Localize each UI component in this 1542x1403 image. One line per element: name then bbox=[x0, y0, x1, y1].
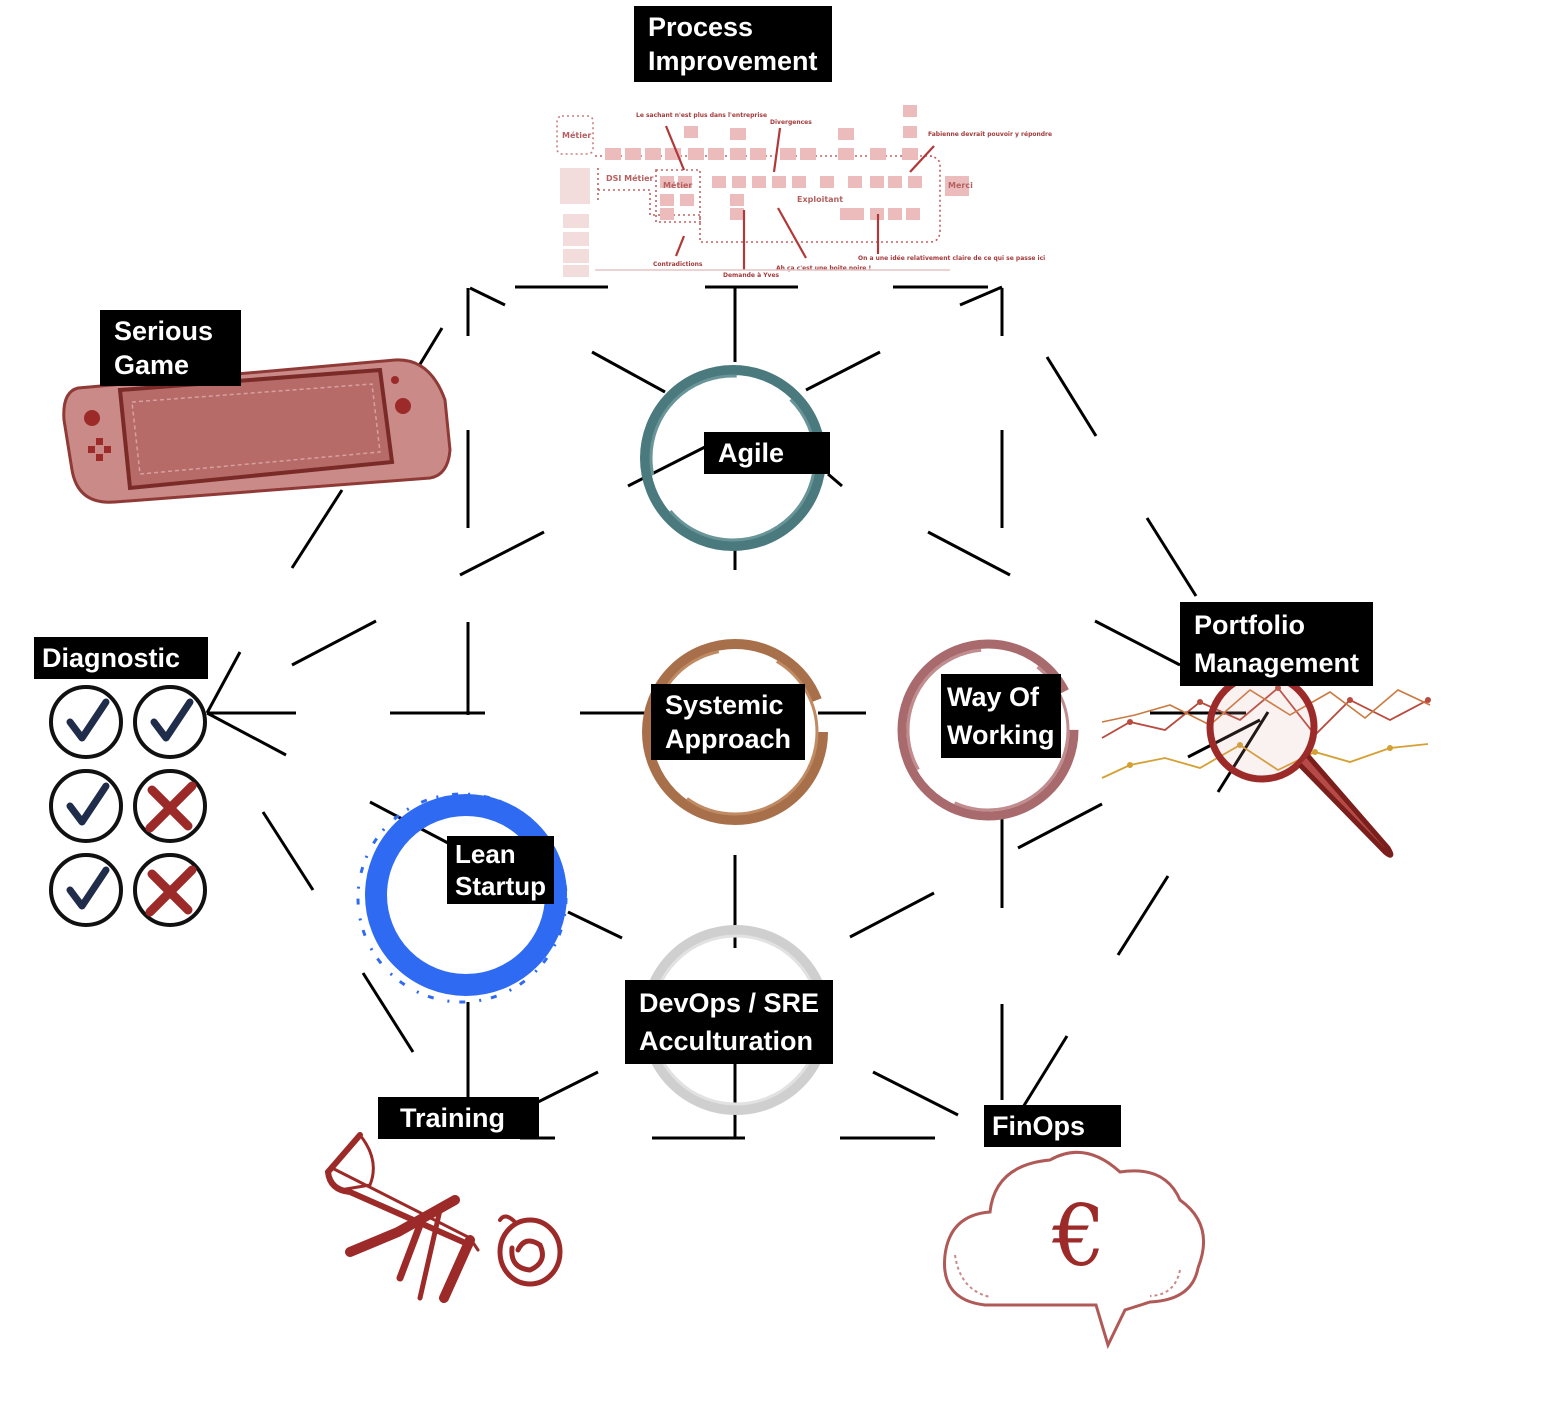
game-console-illustration bbox=[62, 358, 452, 504]
label-serious-game[interactable]: Serious Game bbox=[100, 310, 242, 386]
label-training[interactable]: Training bbox=[378, 1097, 540, 1139]
label-lean-startup-line-2: Startup bbox=[455, 871, 546, 901]
note-demande: Demande à Yves bbox=[723, 272, 780, 279]
label-finops[interactable]: FinOps bbox=[984, 1105, 1121, 1147]
label-devops-sre[interactable]: DevOps / SRE Acculturation bbox=[625, 980, 834, 1064]
lean-startup-circle bbox=[356, 792, 568, 1004]
label-portfolio-management-line-2: Management bbox=[1194, 648, 1360, 678]
diploma-illustration bbox=[324, 1132, 563, 1303]
process-map-dsi-metier: DSI Métier bbox=[606, 173, 654, 183]
finops-cloud-illustration: € bbox=[943, 1150, 1206, 1350]
label-lean-startup[interactable]: Lean Startup bbox=[447, 836, 554, 904]
note-fabienne: Fabienne devrait pouvoir y répondre bbox=[928, 131, 1052, 138]
label-agile[interactable]: Agile bbox=[704, 432, 831, 474]
label-diagnostic[interactable]: Diagnostic bbox=[34, 637, 209, 679]
note-boite: Ah ça c'est une boite noire ! bbox=[776, 265, 871, 272]
label-systemic-approach-line-1: Systemic bbox=[665, 690, 784, 720]
process-map-exploitant: Exploitant bbox=[797, 195, 843, 204]
note-divergences: Divergences bbox=[770, 119, 812, 126]
process-map-illustration: Métier bbox=[553, 95, 1052, 280]
label-portfolio-management[interactable]: Portfolio Management bbox=[1180, 602, 1374, 686]
way-of-working-circle bbox=[897, 639, 1079, 821]
label-training-text: Training bbox=[400, 1103, 506, 1133]
label-process-improvement[interactable]: Process Improvement bbox=[634, 6, 832, 82]
label-way-of-working-line-2: Working bbox=[947, 720, 1055, 750]
label-finops-text: FinOps bbox=[992, 1111, 1085, 1141]
label-way-of-working-line-1: Way Of bbox=[947, 682, 1040, 712]
note-idee: On a une idée relativement claire de ce … bbox=[858, 255, 1045, 262]
portfolio-chart-illustration bbox=[1101, 671, 1431, 858]
label-serious-game-line-2: Game bbox=[114, 350, 190, 380]
label-portfolio-management-line-1: Portfolio bbox=[1194, 610, 1305, 640]
note-sachant: Le sachant n'est plus dans l'entreprise bbox=[636, 112, 767, 119]
label-process-improvement-line-2: Improvement bbox=[648, 46, 818, 76]
lattice-lines bbox=[205, 285, 1270, 1140]
euro-icon: € bbox=[1051, 1187, 1105, 1285]
process-map-lane-metier: Métier bbox=[562, 130, 591, 140]
label-diagnostic-text: Diagnostic bbox=[42, 643, 181, 673]
label-agile-text: Agile bbox=[718, 438, 785, 468]
label-process-improvement-line-1: Process bbox=[648, 12, 754, 42]
label-devops-sre-line-1: DevOps / SRE bbox=[639, 988, 820, 1018]
label-serious-game-line-1: Serious bbox=[114, 316, 214, 346]
diagnostic-checklist bbox=[49, 685, 207, 927]
label-systemic-approach-line-2: Approach bbox=[665, 724, 792, 754]
note-contradictions: Contradictions bbox=[653, 261, 703, 268]
label-systemic-approach[interactable]: Systemic Approach bbox=[651, 684, 806, 760]
label-lean-startup-line-1: Lean bbox=[455, 839, 516, 869]
label-way-of-working[interactable]: Way Of Working bbox=[941, 674, 1061, 758]
process-map-merci: Merci bbox=[948, 181, 973, 190]
label-devops-sre-line-2: Acculturation bbox=[639, 1026, 814, 1056]
process-map-metier-inner: Métier bbox=[663, 180, 692, 190]
